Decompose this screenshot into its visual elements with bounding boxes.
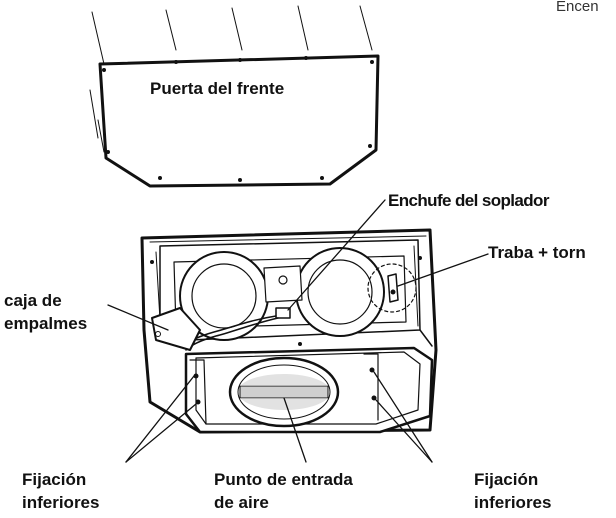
junction-box [151, 307, 201, 351]
front-door-panel [89, 5, 380, 188]
junction-box-label-line2: empalmes [4, 314, 88, 333]
hood-body [140, 228, 438, 434]
junction-box-label-line1: caja de [4, 291, 62, 310]
blower-plug-label: Enchufe del soplador [388, 191, 549, 210]
bottom-fasteners-left-line1: Fijación [22, 470, 87, 489]
air-inlet [228, 356, 340, 428]
bottom-fasteners-right-line2: inferiores [474, 493, 552, 512]
air-inlet-label-line2: de aire [214, 493, 269, 512]
fastener-screws [150, 256, 422, 405]
latch-screw-label: Traba + torn [488, 243, 586, 262]
leader-lines [107, 199, 489, 463]
top-right-note: Encen [556, 0, 599, 15]
air-inlet-label-line1: Punto de entrada [214, 470, 353, 489]
bottom-fasteners-left-line2: inferiores [22, 493, 100, 512]
latch-screw [367, 263, 417, 313]
bottom-fasteners-right-line1: Fijación [474, 470, 539, 489]
front-door-label: Puerta del frente [150, 79, 285, 98]
right-blower-fan [295, 247, 385, 337]
